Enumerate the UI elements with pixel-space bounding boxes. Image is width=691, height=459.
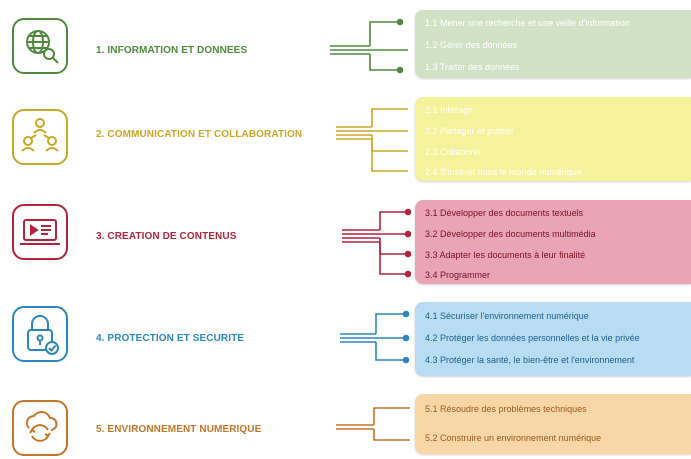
subcompetence-item: 5.2 Construire un environnement numériqu… (425, 433, 602, 443)
subcompetence-item: 2.3 Collaborer (425, 147, 482, 157)
domain-title-4: 4. PROTECTION ET SECURITE (96, 333, 245, 344)
domain-title-3: 3. CREATION DE CONTENUS (96, 231, 237, 242)
domain-row-3: 3. CREATION DE CONTENUS 3.1 Développer d… (0, 198, 691, 286)
connector-lines-2 (336, 108, 408, 172)
people-network-icon (12, 109, 68, 165)
connector-lines-3 (342, 208, 412, 278)
domain-title-5: 5. ENVIRONNEMENT NUMERIQUE (96, 424, 262, 435)
subcompetence-item: 1.3 Traiter des données (425, 62, 520, 72)
laptop-media-icon (12, 204, 68, 260)
subcompetence-item: 3.4 Programmer (425, 270, 491, 280)
subcompetence-item: 3.3 Adapter les documents à leur finalit… (425, 250, 586, 260)
connector-lines-5 (336, 407, 410, 441)
subcompetence-panel-1: 1.1 Mener une recherche et une veille d'… (415, 10, 691, 78)
domain-title-2: 2. COMMUNICATION ET COLLABORATION (96, 129, 303, 140)
domain-row-1: 1. INFORMATION ET DONNEES 1.1 Mener une … (0, 8, 691, 80)
subcompetence-item: 3.1 Développer des documents textuels (425, 208, 584, 218)
subcompetence-panel-2: 2.1 Interagir 2.2 Partager et publier 2.… (415, 97, 691, 181)
subcompetence-item: 1.2 Gérer des données (425, 40, 518, 50)
subcompetence-item: 1.1 Mener une recherche et une veille d'… (425, 18, 630, 28)
subcompetence-item: 4.2 Protéger les données personnelles et… (425, 333, 640, 343)
domain-title-1: 1. INFORMATION ET DONNEES (96, 45, 248, 56)
subcompetence-panel-3: 3.1 Développer des documents textuels 3.… (415, 200, 691, 284)
globe-search-icon (12, 18, 68, 74)
padlock-check-icon (12, 306, 68, 362)
cloud-sync-icon (12, 400, 68, 456)
domain-row-4: 4. PROTECTION ET SECURITE 4.1 Sécuriser … (0, 300, 691, 378)
subcompetence-item: 3.2 Développer des documents multimédia (425, 229, 596, 239)
subcompetence-item: 2.1 Interagir (425, 105, 474, 115)
subcompetence-item: 4.1 Sécuriser l'environnement numérique (425, 311, 589, 321)
subcompetence-item: 5.1 Résoudre des problèmes techniques (425, 404, 587, 414)
subcompetence-item: 2.2 Partager et publier (425, 126, 515, 136)
connector-lines-1 (330, 18, 408, 74)
subcompetence-item: 2.4 S'insérer dans le monde numérique (425, 167, 582, 177)
subcompetence-panel-4: 4.1 Sécuriser l'environnement numérique … (415, 302, 691, 376)
subcompetence-panel-5: 5.1 Résoudre des problèmes techniques 5.… (415, 394, 691, 454)
connector-lines-4 (340, 310, 410, 364)
subcompetence-item: 4.3 Protéger la santé, le bien-être et l… (425, 355, 635, 365)
domain-row-5: 5. ENVIRONNEMENT NUMERIQUE 5.1 Résoudre … (0, 392, 691, 456)
domain-row-2: 2. COMMUNICATION ET COLLABORATION 2.1 In… (0, 95, 691, 183)
